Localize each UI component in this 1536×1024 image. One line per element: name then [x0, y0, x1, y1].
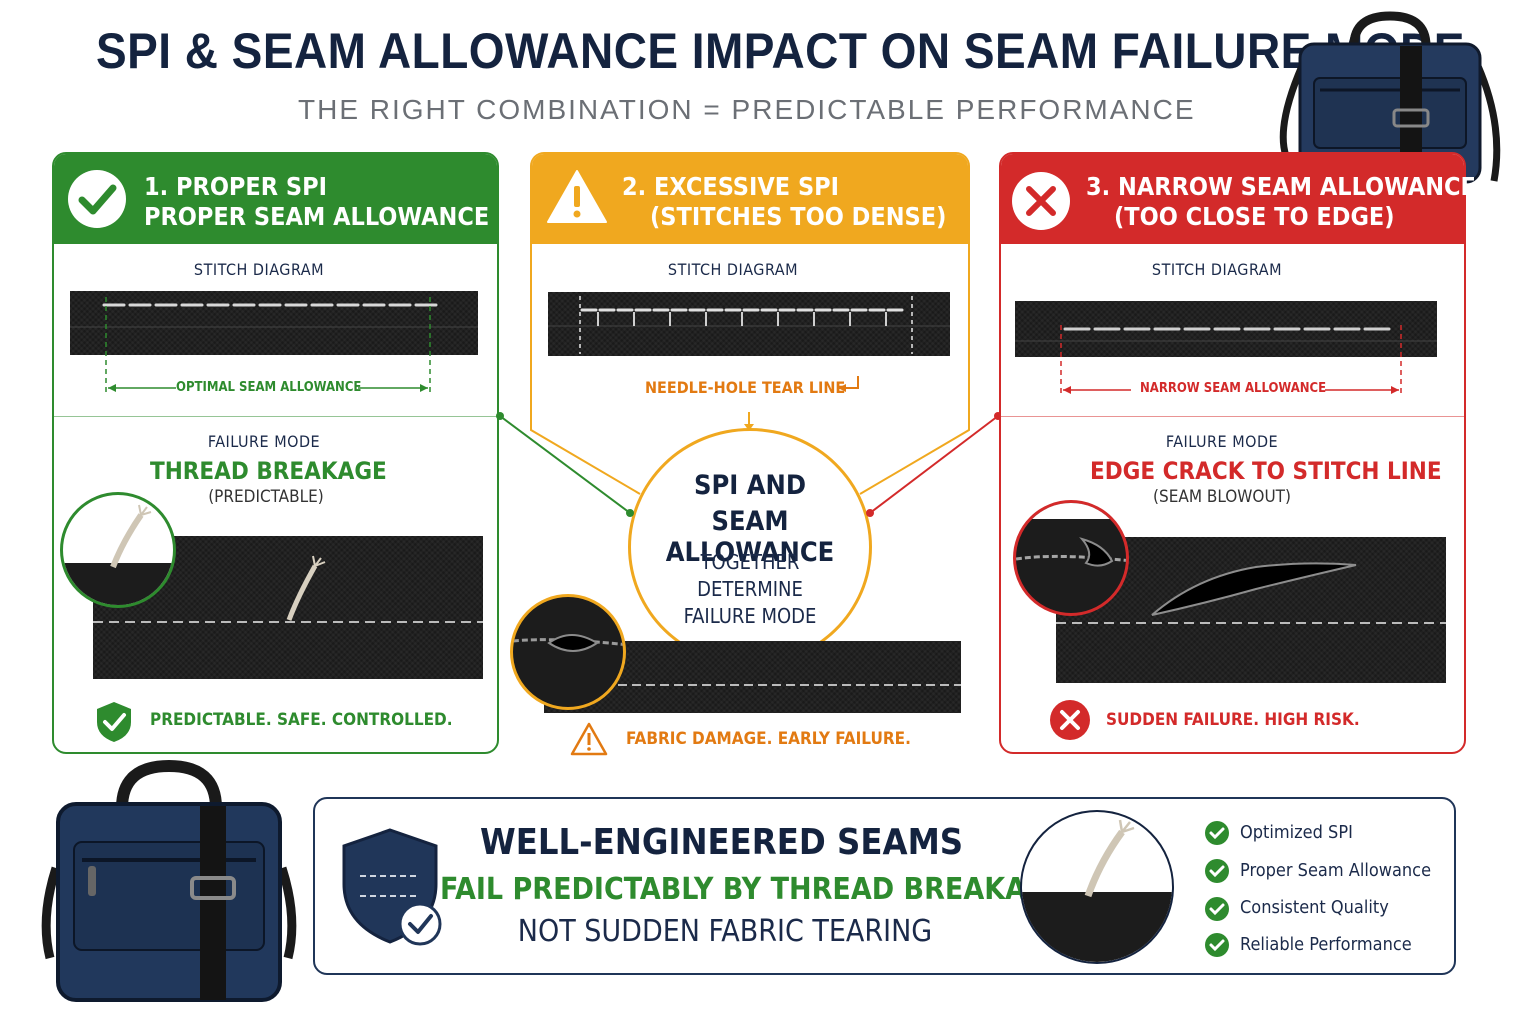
panel-narrow-stitch-label: STITCH DIAGRAM [1151, 260, 1283, 279]
center-summary-circle [628, 428, 872, 666]
panel-proper-divider [54, 416, 497, 417]
center-line-2: SEAM ALLOWANCE [665, 506, 835, 568]
warning-triangle-icon [547, 170, 607, 223]
panel-narrow-dimension-label: NARROW SEAM ALLOWANCE [1140, 381, 1327, 396]
panel-proper-heading-1: 1. PROPER SPI [144, 172, 327, 201]
stitch-line-narrow [1015, 325, 1437, 397]
center-line-1: SPI AND [693, 470, 807, 501]
shield-check-icon [97, 702, 131, 742]
laptop-bag-large-icon [41, 759, 297, 1002]
center-line-5: FAILURE MODE [683, 604, 817, 628]
panel-excessive-connector [530, 410, 970, 495]
center-line-4: DETERMINE [697, 577, 803, 601]
center-line-3: TOGETHER [700, 550, 800, 574]
panel-proper-header [54, 154, 497, 244]
panel-narrow-failure-label: FAILURE MODE [1165, 432, 1279, 451]
panel-proper-stitch-label: STITCH DIAGRAM [193, 260, 325, 279]
panel-narrow-failure-name: EDGE CRACK TO STITCH LINE [1090, 457, 1442, 485]
checklist-item-4: Reliable Performance [1240, 934, 1412, 955]
warning-triangle-small-icon [570, 722, 608, 756]
check-bullet-icon [1205, 897, 1229, 921]
page-subtitle: THE RIGHT COMBINATION = PREDICTABLE PERF… [298, 94, 1196, 125]
panel-excessive-footer: FABRIC DAMAGE. EARLY FAILURE. [626, 729, 911, 749]
panel-narrow-footer: SUDDEN FAILURE. HIGH RISK. [1106, 710, 1360, 730]
checklist-item-2: Proper Seam Allowance [1240, 860, 1432, 881]
panel-narrow-divider [1001, 416, 1464, 417]
panel-narrow-heading-1: 3. NARROW SEAM ALLOWANCE [1086, 172, 1476, 201]
zoom-circle-proper [60, 492, 176, 608]
zoom-circle-summary [1020, 810, 1174, 964]
checklist-item-1: Optimized SPI [1240, 822, 1353, 843]
check-bullet-icon [1205, 933, 1229, 957]
laptop-bag-icon [1279, 11, 1501, 184]
panel-proper-failure-label: FAILURE MODE [207, 432, 321, 451]
stitch-line-excessive [548, 296, 950, 354]
panel-excessive-callout: NEEDLE-HOLE TEAR LINE [645, 378, 846, 397]
x-circle-icon [1012, 172, 1070, 230]
summary-headline: WELL-ENGINEERED SEAMS [480, 822, 964, 863]
panel-excessive-stitch-label: STITCH DIAGRAM [667, 260, 799, 279]
check-circle-icon [68, 170, 126, 228]
zoom-circle-narrow [1013, 500, 1129, 616]
panel-excessive-heading-2: (STITCHES TOO DENSE) [650, 202, 947, 231]
panel-proper-failure-name: THREAD BREAKAGE [150, 457, 387, 485]
panel-narrow-failure-note: (SEAM BLOWOUT) [1153, 487, 1291, 507]
panel-proper-heading-2: PROPER SEAM ALLOWANCE [144, 202, 490, 231]
panel-excessive-header [532, 154, 968, 244]
broken-thread-proper [93, 555, 483, 623]
panel-proper-footer: PREDICTABLE. SAFE. CONTROLLED. [150, 710, 453, 730]
summary-line-2: FAIL PREDICTABLY BY THREAD BREAKAGE – [440, 872, 1090, 907]
panel-narrow-heading-2: (TOO CLOSE TO EDGE) [1114, 202, 1395, 231]
checklist-item-3: Consistent Quality [1240, 897, 1389, 918]
panel-excessive-heading-1: 2. EXCESSIVE SPI [622, 172, 839, 201]
panel-excessive-spi [530, 152, 970, 419]
seam-blowout-tear [1056, 527, 1446, 624]
fabric-sample-excessive [544, 641, 961, 713]
callout-arrow-icon [838, 376, 859, 392]
thread-break-closeup-summary [1022, 819, 1172, 962]
connector-lines [496, 412, 1002, 517]
stitch-row-excessive [604, 684, 961, 686]
panel-proper-dimension-label: OPTIMAL SEAM ALLOWANCE [176, 380, 362, 395]
check-bullet-icon [1205, 859, 1229, 883]
stitch-diagram-proper [70, 291, 478, 355]
check-bullet-icon [1205, 821, 1229, 845]
stitch-diagram-excessive [548, 292, 950, 356]
zoom-circle-excessive [510, 594, 626, 710]
panel-narrow-header [1001, 154, 1464, 244]
stitch-line-proper [70, 297, 478, 395]
summary-line-3: NOT SUDDEN FABRIC TEARING [517, 914, 933, 949]
x-circle-small-icon [1050, 700, 1090, 740]
page-title: SPI & SEAM ALLOWANCE IMPACT ON SEAM FAIL… [96, 23, 1465, 79]
needle-hole-tear-closeup [513, 634, 623, 652]
shield-check-icon [342, 828, 442, 946]
summary-box [313, 797, 1456, 975]
panel-proper-failure-note: (PREDICTABLE) [208, 487, 324, 507]
down-arrow-icon [744, 412, 754, 431]
